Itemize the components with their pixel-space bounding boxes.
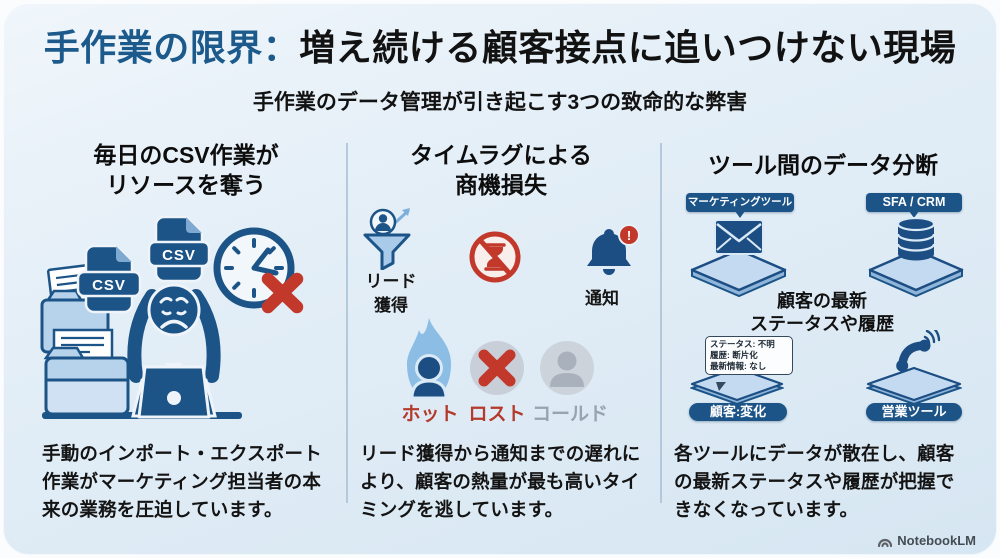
csv-file-icon: CSV [147, 215, 211, 283]
customer-status-text: 顧客の最新 ステータスや履歴 [665, 290, 979, 335]
column2-heading: タイムラグによる 商機損失 [350, 140, 652, 201]
database-icon [896, 216, 936, 261]
sfa-crm-tag: SFA / CRM [866, 193, 962, 212]
stressed-worker-illustration: CSV CSV [40, 215, 304, 419]
notebooklm-logo-icon [878, 538, 893, 547]
lost-lead-icon [470, 341, 524, 395]
column-divider [346, 143, 348, 503]
customer-status-line1: 顧客の最新 [777, 291, 867, 311]
csv-file-icon: CSV [76, 244, 142, 314]
column2-heading-line2: 商機損失 [455, 172, 547, 199]
notification-bell-icon: ! [587, 224, 640, 275]
tag-pointer [735, 211, 745, 218]
column2-body: リード獲得から通知までの遅れにより、顧客の熱量が最も高いタイミングを逃しています… [360, 443, 641, 521]
marketing-platform-envelope-icon [690, 219, 787, 298]
title-rest: 増え続ける顧客接点に追いつけない現場 [299, 27, 957, 68]
red-x-icon [261, 272, 304, 314]
status-bubble: ステータス: 不明 履歴: 断片化 最新情報: なし [705, 336, 793, 376]
column2-heading-line1: タイムラグによる [410, 142, 592, 168]
tag-pointer [909, 211, 919, 218]
cold-label: コールド [531, 404, 608, 425]
marketing-tool-tag: マーケティングツール [686, 193, 794, 212]
sales-platform-phone-icon [866, 330, 962, 406]
brand-footer: NotebookLM [877, 533, 976, 548]
phone-icon [896, 330, 941, 372]
bubble-history-line: 履歴: 断片化 [710, 350, 758, 361]
bubble-tail [716, 382, 726, 391]
title-highlight: 手作業の限界： [43, 27, 300, 68]
column3-body: 各ツールにデータが散在し、顧客の最新ステータスや履歴が把握できなくなっています。 [674, 443, 955, 521]
customer-change-pill: 顧客:変化 [689, 403, 787, 421]
notify-label: 通知 [585, 289, 619, 308]
badge-exclamation: ! [627, 228, 631, 243]
lead-label-line2: 獲得 [374, 295, 408, 315]
lead-funnel-icon [363, 208, 411, 270]
cold-lead-icon [540, 341, 594, 395]
hourglass-prohibited-icon [469, 231, 521, 283]
column-divider [660, 143, 662, 503]
csv-text: CSV [92, 277, 126, 294]
hot-label: ホット [401, 404, 459, 425]
column3-heading-line1: ツール間のデータ分断 [708, 152, 938, 178]
column1-heading-line1: 毎日のCSV作業が [93, 142, 279, 168]
laptop-icon [137, 365, 211, 419]
customer-platform-icon [690, 366, 784, 406]
page-subtitle: 手作業のデータ管理が引き起こす3つの致命的な弊害 [252, 91, 748, 114]
bubble-status-line: ステータス: 不明 [710, 339, 775, 349]
column1-heading-line2: リソースを奪う [106, 172, 266, 199]
customer-status-line2: ステータスや履歴 [750, 313, 894, 334]
sales-tool-pill: 営業ツール [866, 403, 962, 421]
column3-heading: ツール間のデータ分断 [666, 150, 980, 180]
folder-stack-icon [40, 262, 130, 416]
column1-body: 手動のインポート・エクスポート作業がマーケティング担当者の本来の業務を圧迫してい… [42, 443, 322, 521]
crm-platform-database-icon [868, 216, 964, 298]
lost-label: ロスト [468, 404, 526, 425]
envelope-icon [714, 219, 764, 255]
lead-label: リード 獲得 [362, 270, 420, 318]
csv-text: CSV [162, 247, 196, 264]
brand-name: NotebookLM [897, 533, 976, 548]
hot-lead-flame-icon [407, 318, 451, 400]
column1-heading: 毎日のCSV作業が リソースを奪う [35, 140, 337, 201]
bubble-latest-line: 最新情報: なし [710, 361, 767, 372]
page-title: 手作業の限界：増え続ける顧客接点に追いつけない現場 [0, 19, 1000, 71]
lead-label-line1: リード [365, 272, 417, 291]
